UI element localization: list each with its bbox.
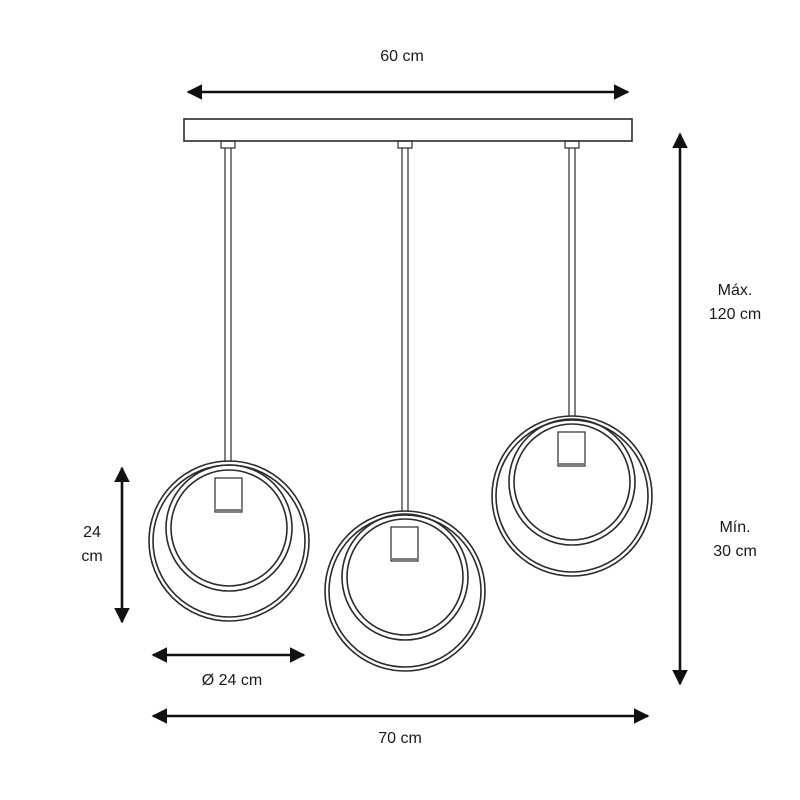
pendant-right: [491, 415, 653, 577]
pendant-left: [148, 460, 310, 622]
canopy-width-label: 60 cm: [380, 48, 424, 65]
socket-left: [214, 477, 243, 513]
connector-left: [220, 140, 236, 149]
suspension-rods: [224, 148, 576, 512]
connector-center: [397, 140, 413, 149]
pendant-center: [324, 510, 486, 672]
socket-right: [557, 431, 586, 467]
total-width-label: 70 cm: [378, 730, 422, 747]
ring-diameter-label: Ø 24 cm: [201, 672, 263, 689]
max-height-label: Máx. 120 cm: [708, 282, 762, 323]
ceiling-canopy: [183, 118, 633, 142]
canopy-connectors: [220, 140, 580, 149]
min-height-label: Mín. 30 cm: [713, 519, 757, 560]
ring-height-label: 24 cm: [81, 524, 103, 565]
socket-center: [390, 526, 419, 562]
connector-right: [564, 140, 580, 149]
